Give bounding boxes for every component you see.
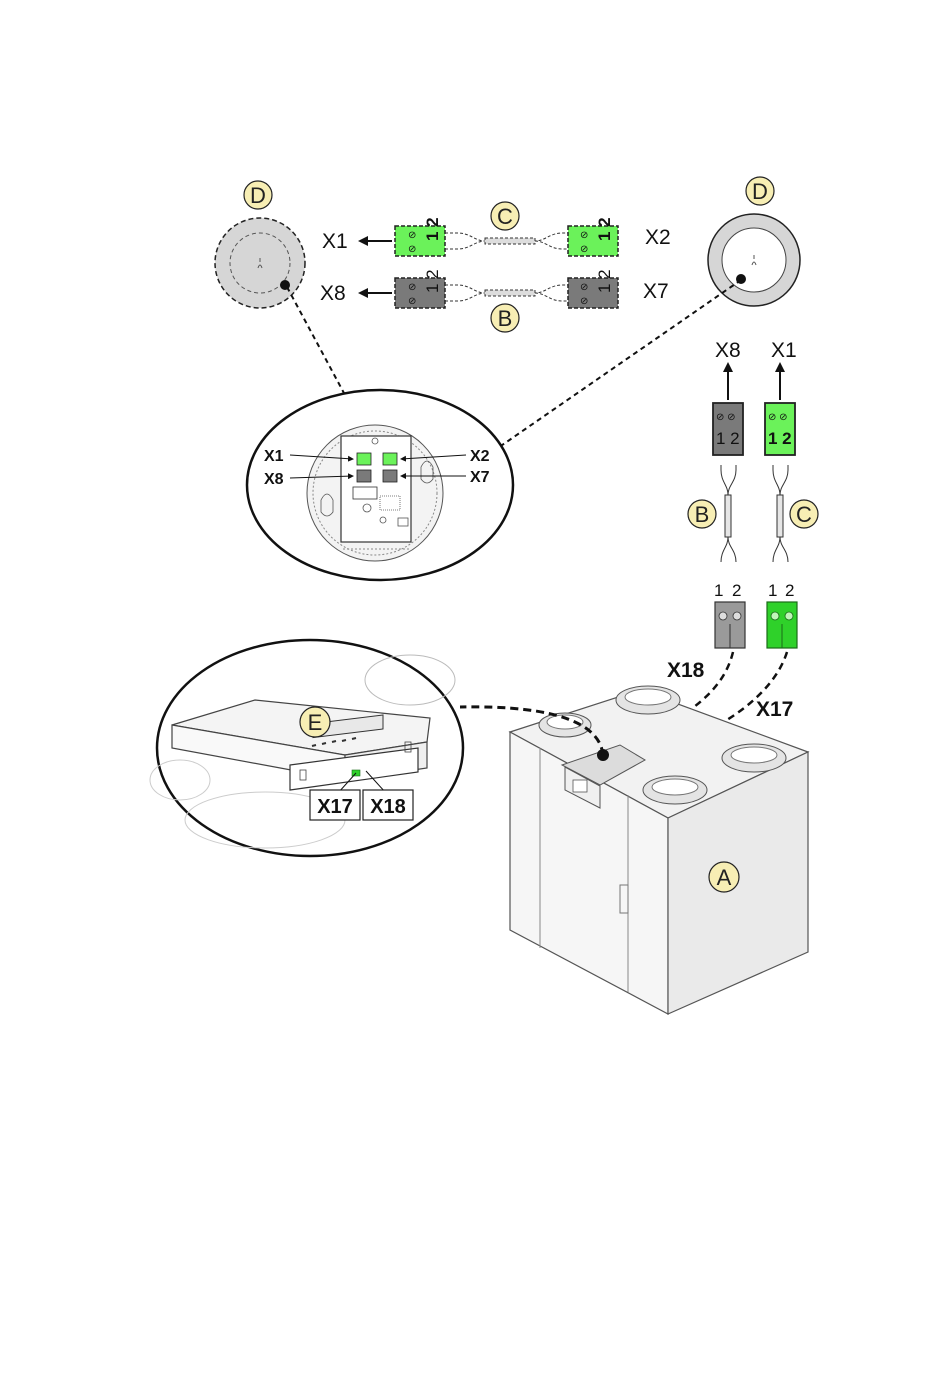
svg-text:E: E (308, 710, 323, 735)
svg-text:B: B (695, 502, 710, 527)
callout-d-left: D (244, 181, 272, 209)
unit-detail-circle (150, 640, 463, 856)
label-x8-top: X8 (320, 282, 346, 305)
plug-x18 (715, 602, 745, 648)
svg-text:⊘: ⊘ (408, 244, 416, 255)
cable-c-top (445, 233, 568, 249)
label-x8-right: X8 (715, 339, 741, 362)
label-x1-top: X1 (322, 230, 348, 253)
svg-text:⊘: ⊘ (580, 244, 588, 255)
svg-text:X17: X17 (317, 796, 353, 818)
svg-text:X18: X18 (370, 796, 406, 818)
cable-b-right (721, 465, 736, 562)
svg-text:⊘: ⊘ (580, 296, 588, 307)
pin-1-grey: 1 (714, 581, 723, 600)
label-x2-detail: X2 (470, 448, 490, 465)
connector-x1-top: ⊘ ⊘ 1 2 (395, 217, 445, 256)
svg-text:1 2: 1 2 (595, 269, 614, 293)
callout-c-top: C (491, 202, 519, 230)
svg-text:A: A (717, 865, 732, 890)
label-x2-top: X2 (645, 226, 671, 249)
svg-text:1 2: 1 2 (716, 429, 740, 448)
cable-c-right (773, 465, 788, 562)
plug-x17 (767, 602, 797, 648)
svg-text:B: B (498, 306, 513, 331)
svg-text:1 2: 1 2 (595, 217, 614, 241)
svg-text:⊘: ⊘ (408, 282, 416, 293)
pin-2-green: 2 (785, 581, 794, 600)
svg-text:⊘: ⊘ (580, 282, 588, 293)
svg-text:D: D (250, 183, 266, 208)
svg-text:⊘: ⊘ (408, 296, 416, 307)
svg-text:C: C (796, 502, 812, 527)
callout-b-right: B (688, 500, 716, 528)
callout-b-top: B (491, 304, 519, 332)
label-box-x17: X17 (310, 790, 360, 820)
label-box-x18: X18 (363, 790, 413, 820)
callout-e: E (300, 707, 330, 737)
label-x1-detail: X1 (264, 448, 284, 465)
svg-text:⊘: ⊘ (408, 230, 416, 241)
connector-x8-right: ⊘ ⊘ 1 2 (713, 403, 743, 455)
svg-text:D: D (752, 179, 768, 204)
pin-1-green: 1 (768, 581, 777, 600)
svg-text:1 2: 1 2 (423, 217, 442, 241)
label-x7-detail: X7 (470, 469, 490, 486)
callout-a: A (709, 862, 739, 892)
label-x18-route: X18 (667, 659, 705, 682)
sensor-left (215, 218, 305, 308)
connector-x2-top: ⊘ ⊘ 1 2 (568, 217, 618, 256)
label-x8-detail: X8 (264, 471, 284, 488)
cable-b-top (445, 285, 568, 301)
ventilation-unit (510, 686, 808, 1014)
label-x1-right: X1 (771, 339, 797, 362)
connector-x1-right: ⊘ ⊘ 1 2 (765, 403, 795, 455)
label-x7-top: X7 (643, 280, 669, 303)
svg-text:⊘: ⊘ (580, 230, 588, 241)
pin-2-grey: 2 (732, 581, 741, 600)
callout-d-right: D (746, 177, 774, 205)
label-x17-route: X17 (756, 698, 793, 721)
svg-text:C: C (497, 204, 513, 229)
svg-text:1 2: 1 2 (768, 429, 792, 448)
svg-text:⊘ ⊘: ⊘ ⊘ (716, 412, 736, 423)
svg-text:⊘ ⊘: ⊘ ⊘ (768, 412, 788, 423)
svg-text:1 2: 1 2 (423, 269, 442, 293)
connector-x8-top: ⊘ ⊘ 1 2 (395, 269, 445, 308)
connector-x7-top: ⊘ ⊘ 1 2 (568, 269, 618, 308)
callout-c-right: C (790, 500, 818, 528)
